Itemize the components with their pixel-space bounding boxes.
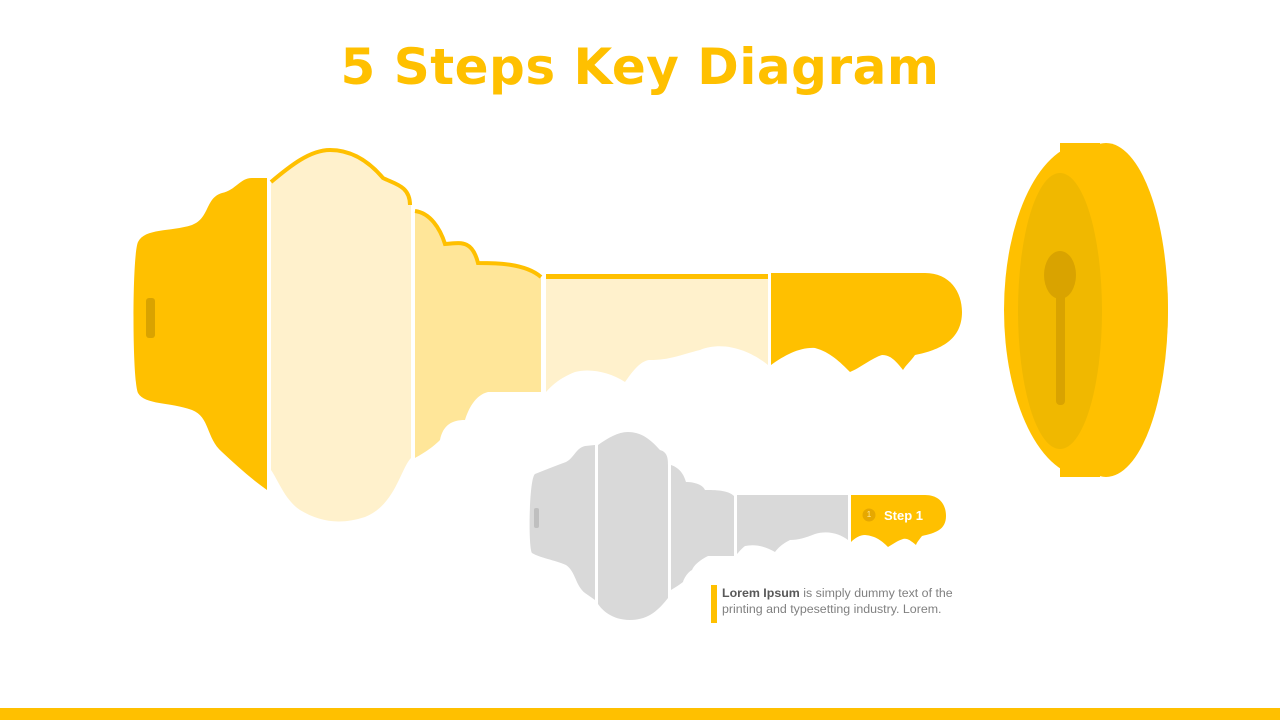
small-key-slot (534, 508, 539, 528)
large-key-segment-5 (771, 273, 962, 372)
large-key-slot (146, 298, 155, 338)
description-text: is simply dummy text of the printing and… (722, 586, 953, 616)
slide-title: 5 Steps Key Diagram (340, 38, 940, 96)
small-key-segment-3 (671, 465, 734, 590)
step-number-text: 1 (866, 510, 872, 519)
small-key (529, 432, 946, 620)
large-key-segment-1 (133, 178, 267, 490)
large-key-segment-2-outline (269, 147, 412, 206)
keyhole-lock-icon (1004, 143, 1168, 477)
small-key-segment-4 (737, 495, 848, 554)
description-bold: Lorem Ipsum (722, 586, 800, 600)
small-key-segment-2 (598, 432, 668, 620)
step-label: Step 1 (884, 508, 924, 523)
small-key-segment-1 (529, 445, 595, 600)
large-key (133, 147, 962, 522)
small-key-segment-5 (851, 495, 946, 547)
bottom-accent-bar (0, 708, 1280, 720)
step-number-badge (862, 508, 876, 522)
large-key-segment-3-outline (414, 209, 543, 279)
keyhole-slot (1056, 285, 1065, 405)
large-key-segment-3 (415, 210, 541, 458)
keyhole-top (1044, 251, 1076, 299)
large-key-segment-4 (546, 276, 768, 392)
step-description: Lorem Ipsum is simply dummy text of the … (711, 585, 981, 623)
large-key-segment-2 (271, 150, 411, 522)
